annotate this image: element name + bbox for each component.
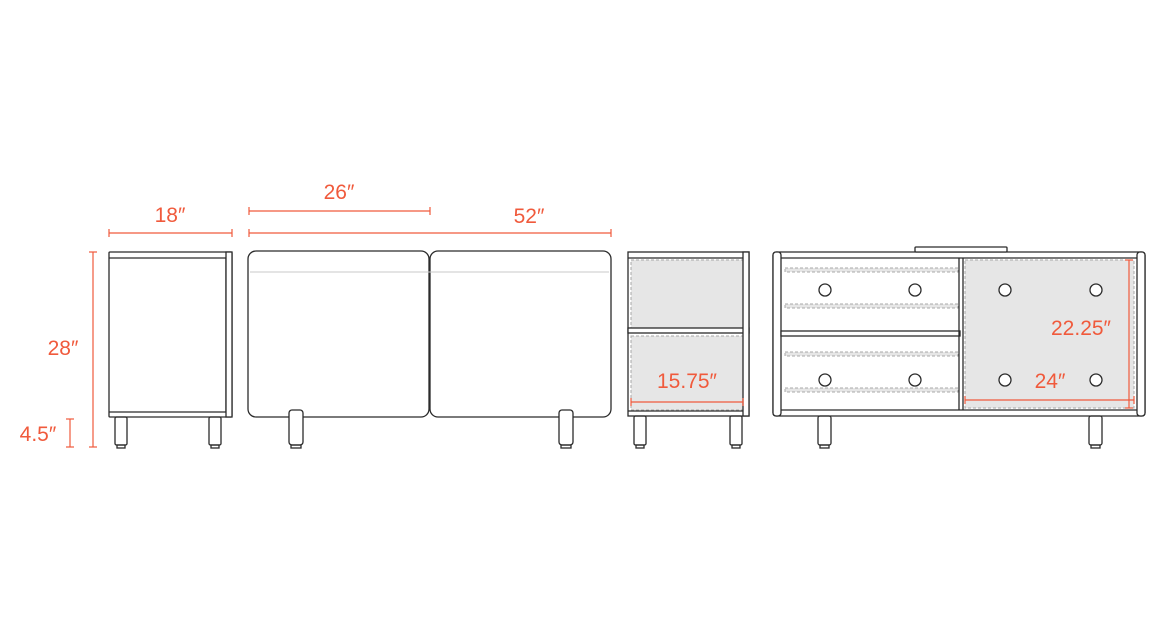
side-view-body [108, 251, 233, 418]
section-back-strip [742, 251, 750, 417]
open-leg-right-foot [1090, 444, 1101, 449]
dim-label-leg-height: 4.5″ [20, 423, 57, 446]
section-leg-front-foot [635, 444, 645, 449]
side-view-leg-front [114, 416, 128, 446]
open-left-upper-dash-bottom [784, 303, 959, 309]
side-section-view [627, 251, 750, 449]
hole-icon [1089, 283, 1103, 297]
hole-icon [818, 283, 832, 297]
front-leg-left-foot [290, 444, 302, 449]
section-leg-front [633, 415, 647, 446]
side-view-leg-front-foot [116, 444, 126, 449]
hole-icon [998, 373, 1012, 387]
open-leg-left [817, 415, 832, 446]
dim-label-side-depth: 18″ [155, 204, 186, 227]
side-view-panel-strip [225, 251, 233, 418]
side-view-leg-back [208, 416, 222, 446]
hole-icon [1089, 373, 1103, 387]
section-shelf [627, 327, 750, 334]
open-top-handle [914, 246, 1008, 253]
open-right-compartment [964, 259, 1135, 409]
side-view [108, 251, 233, 449]
open-left-end-panel [772, 251, 782, 417]
hole-icon [998, 283, 1012, 297]
open-left-lower-dash-top [784, 351, 959, 357]
hole-icon [818, 373, 832, 387]
open-left-upper-dash-top [784, 267, 959, 273]
door-left [247, 250, 430, 418]
dim-label-interior-depth: 15.75″ [657, 370, 718, 393]
front-view-closed [247, 250, 612, 449]
open-right-end-panel [1136, 251, 1146, 417]
door-right [429, 250, 612, 418]
section-lower-cavity [631, 336, 743, 410]
dim-label-total-width: 52″ [514, 205, 545, 228]
open-leg-right [1088, 415, 1103, 446]
open-leg-left-foot [819, 444, 830, 449]
section-upper-cavity [631, 260, 743, 328]
side-view-leg-back-foot [210, 444, 220, 449]
dim-label-compartment-height: 22.25″ [1051, 317, 1112, 340]
dimension-lines [66, 207, 1135, 448]
section-leg-back-foot [731, 444, 741, 449]
front-view-open [772, 246, 1146, 449]
open-left-lower-dash-bottom [784, 387, 959, 393]
front-leg-left [288, 409, 304, 446]
open-left-upper-bay [785, 271, 958, 305]
hole-icon [908, 373, 922, 387]
dimension-labels: 18″ 26″ 52″ 28″ 4.5″ 15.75″ 22.25″ 24″ [20, 181, 1112, 446]
hole-icon [908, 283, 922, 297]
front-leg-right-foot [560, 444, 572, 449]
dim-label-compartment-width: 24″ [1035, 370, 1066, 393]
dim-label-door-width: 26″ [324, 181, 355, 204]
section-lower-dashed [630, 335, 744, 411]
open-left-shelf [780, 330, 961, 337]
dim-label-total-height: 28″ [48, 337, 79, 360]
front-leg-right [558, 409, 574, 446]
section-leg-back [729, 415, 743, 446]
